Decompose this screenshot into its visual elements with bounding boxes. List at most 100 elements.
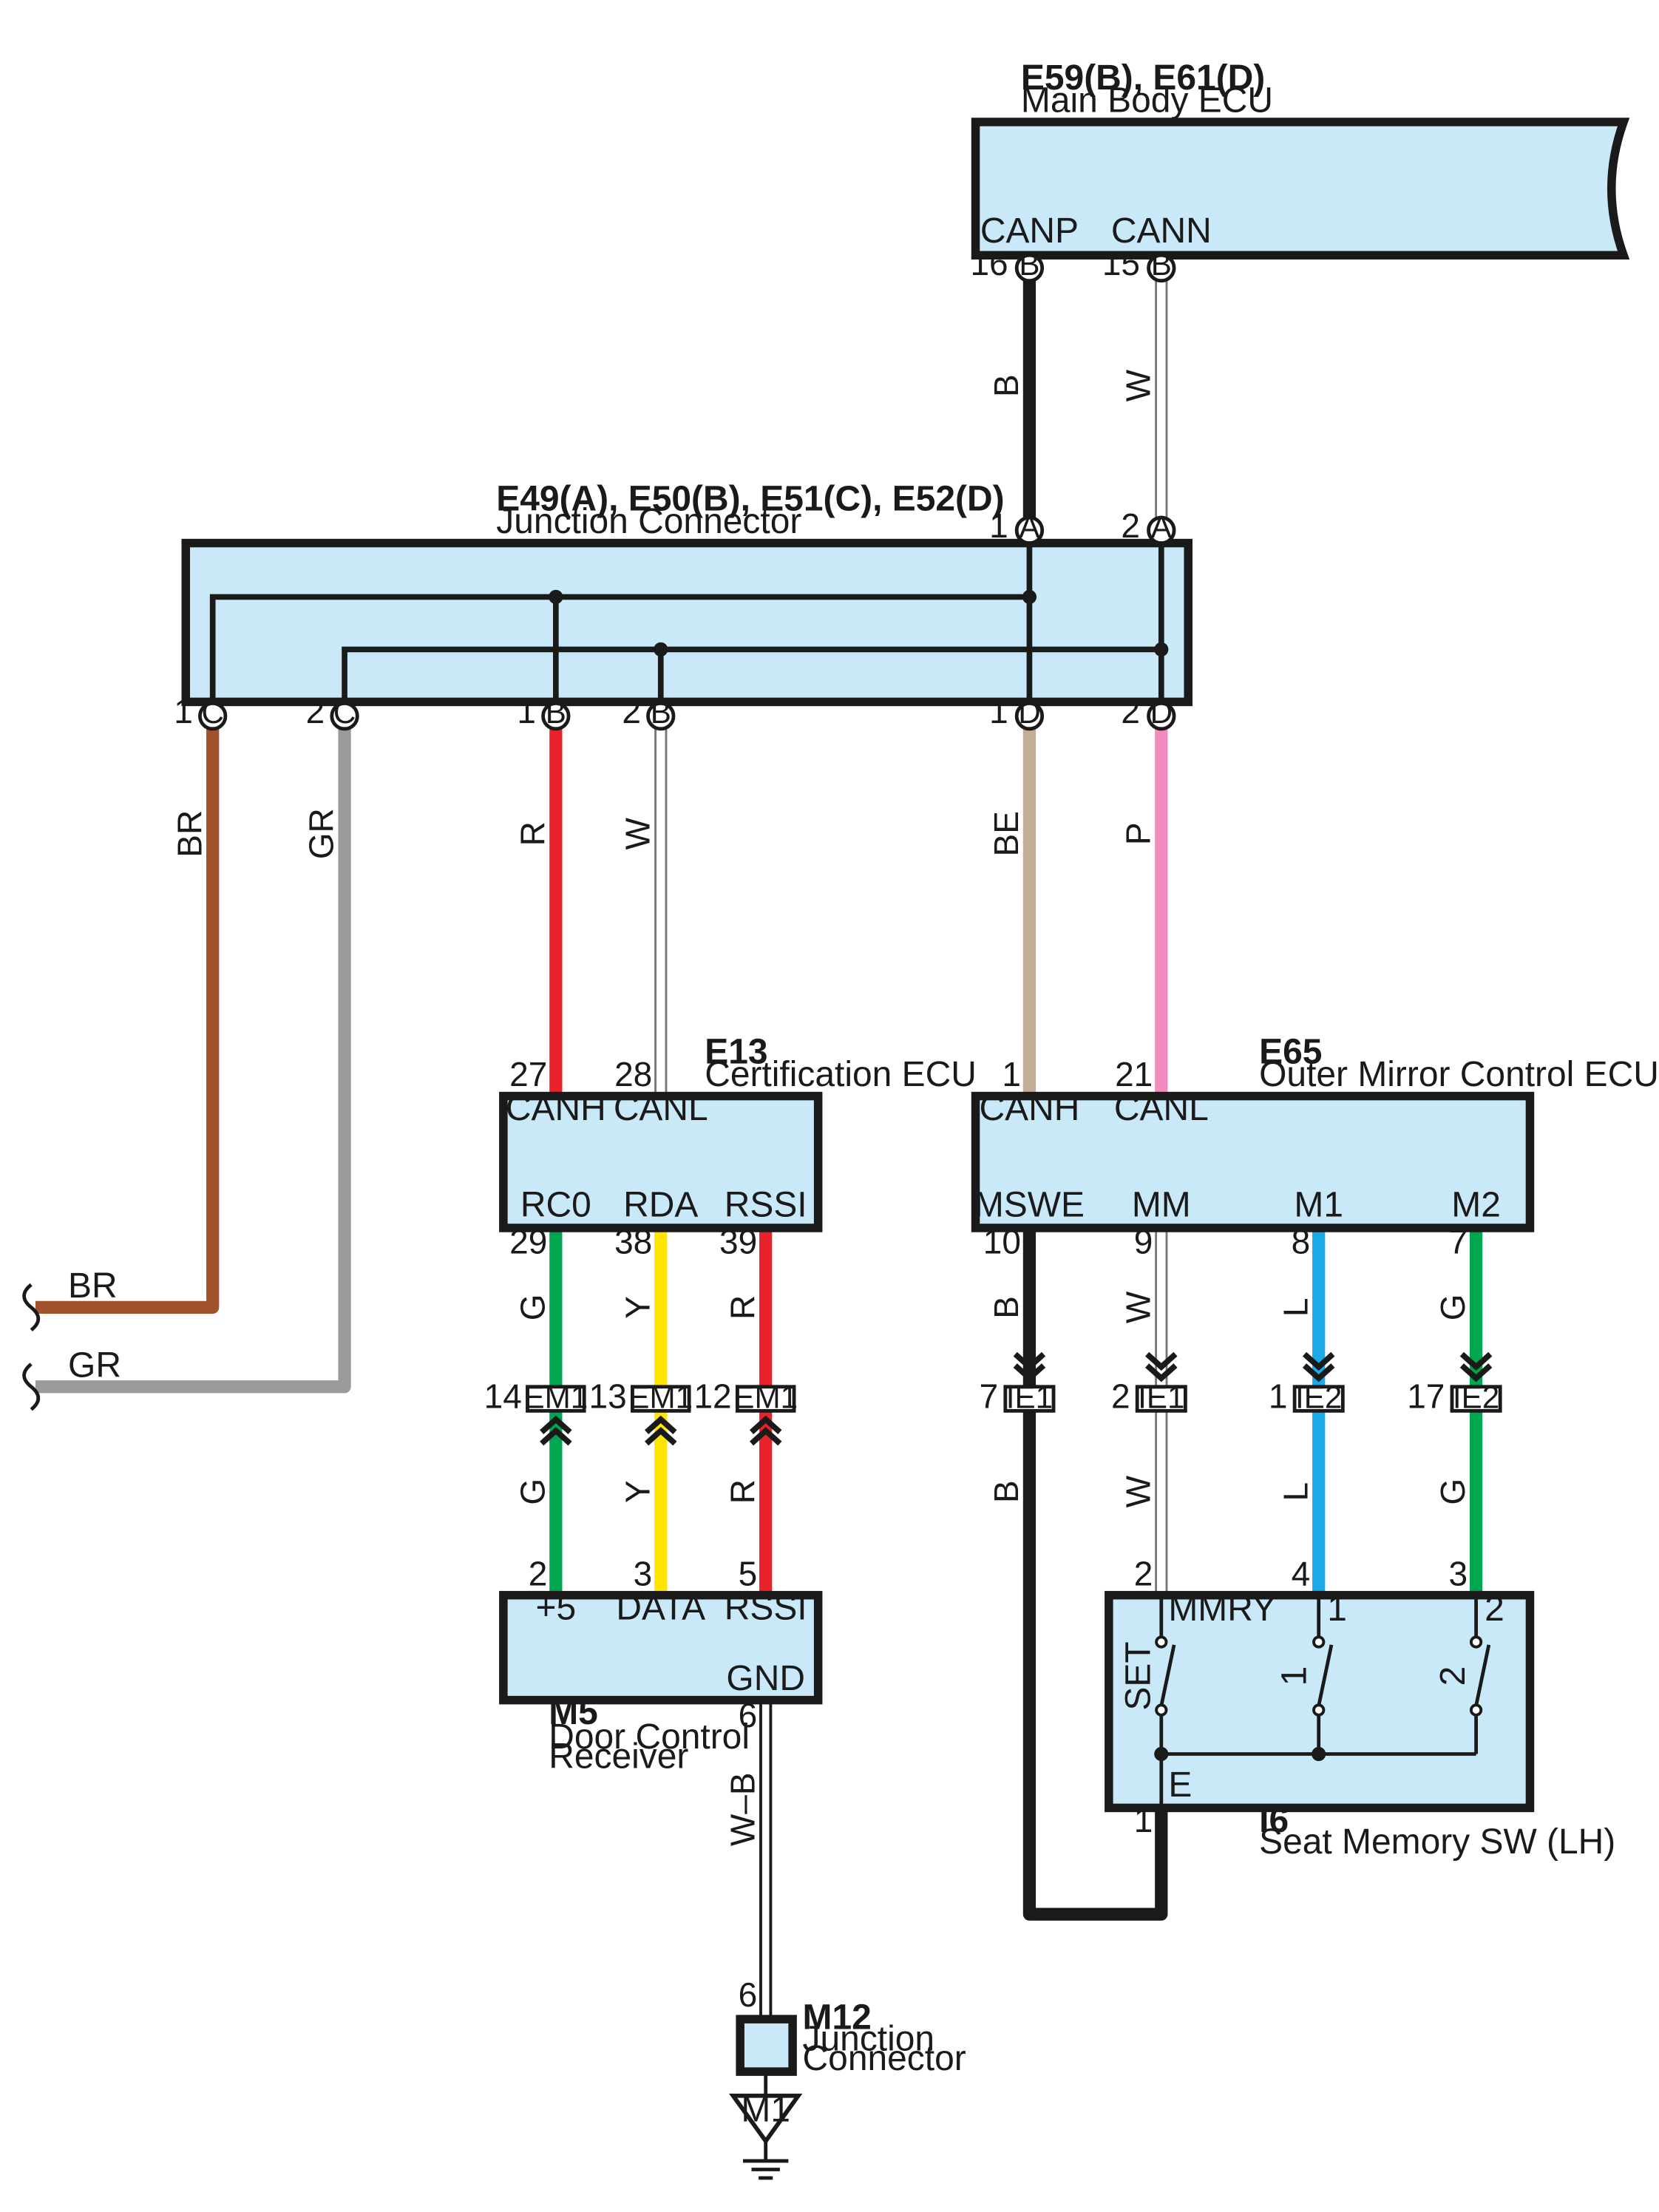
sw-label-set: SET — [1119, 1641, 1158, 1710]
offpage-label-br: BR — [68, 1266, 118, 1306]
wire-label: R — [723, 1479, 761, 1504]
outer-mirror-ecu: E65 Outer Mirror Control ECU CANH CANL M… — [971, 1032, 1659, 1232]
ground-symbol: M1 — [728, 2072, 803, 2180]
pin-name-p5: +5 — [536, 1588, 577, 1627]
pin-num: 27 — [509, 1055, 547, 1093]
svg-text:EM1: EM1 — [523, 1380, 588, 1415]
inline-em1-12: EM1 — [733, 1380, 798, 1446]
offpage-marks — [22, 1283, 41, 1411]
seat-memory-switch: I6 Seat Memory SW (LH) MMRY 1 2 E SET 1 … — [1105, 1590, 1615, 1862]
pin-name-canh: CANH — [506, 1089, 606, 1128]
pin-numbers: 16 15 1 2 1 2 1 2 1 2 27 28 29 38 39 1 2… — [174, 244, 1468, 2014]
wire-label: L — [1276, 1482, 1314, 1502]
wire-label: BR — [170, 810, 208, 858]
break-mark-gr — [22, 1363, 41, 1411]
pin-num: 28 — [614, 1055, 652, 1093]
pin-num: 2 — [1121, 692, 1140, 730]
pin-num: 6 — [739, 1696, 758, 1734]
pin-num: 6 — [739, 1975, 758, 2014]
wire-label: BE — [987, 811, 1025, 856]
pin-name-canl: CANL — [1114, 1089, 1209, 1128]
pin-name-rda: RDA — [623, 1186, 698, 1225]
cert-ecu-code: E13 — [705, 1032, 767, 1071]
pin-num: 7 — [1448, 1222, 1468, 1261]
receiver-name-1: Door Control — [549, 1717, 750, 1757]
pin-num: 2 — [529, 1554, 548, 1592]
m12-name-2: Connector — [803, 2039, 966, 2078]
pin-num: 12 — [693, 1377, 731, 1416]
pin-num: 14 — [484, 1377, 522, 1416]
pin-num: 15 — [1102, 244, 1140, 282]
wire-label: L — [1276, 1298, 1314, 1317]
inline-ie1-7: IE1 — [1003, 1351, 1056, 1415]
pin-num: 38 — [614, 1222, 652, 1261]
wire-label: R — [723, 1295, 761, 1320]
pin-name-rc0: RC0 — [520, 1186, 591, 1225]
pin-num: 1 — [989, 692, 1008, 730]
svg-text:B: B — [1151, 247, 1172, 282]
pin-num: 7 — [980, 1377, 999, 1416]
wire-b-mswe — [1022, 1227, 1168, 1921]
conn-circle-jc-d2: D — [1147, 695, 1176, 731]
receiver-code: M5 — [549, 1693, 598, 1732]
sw-label-e: E — [1168, 1765, 1192, 1805]
pin-num: 2 — [306, 692, 325, 730]
conn-circle-jc-a1: A — [1014, 509, 1045, 545]
sw-label-mmry: MMRY — [1168, 1590, 1276, 1629]
pin-num: 21 — [1115, 1055, 1153, 1093]
pin-name-data: DATA — [616, 1588, 705, 1627]
conn-circle-jc-c1: C — [198, 695, 228, 731]
wire-label: B — [987, 1296, 1025, 1319]
junction-connector-code: E49(A), E50(B), E51(C), E52(D) — [496, 479, 1004, 518]
inline-ie2-17: IE2 — [1450, 1351, 1502, 1415]
svg-text:A: A — [1151, 509, 1173, 544]
svg-text:D: D — [1150, 695, 1173, 730]
pin-name-m2: M2 — [1451, 1186, 1501, 1225]
conn-circle-jc-c2: C — [330, 695, 359, 731]
pin-num: 5 — [739, 1554, 758, 1592]
pin-num: 8 — [1292, 1222, 1311, 1261]
svg-text:IE1: IE1 — [1006, 1380, 1053, 1415]
pin-num: 2 — [1134, 1554, 1153, 1592]
wire-br — [35, 725, 220, 1314]
receiver-name-2: Receiver — [549, 1737, 688, 1777]
pin-num: 10 — [983, 1222, 1021, 1261]
svg-text:IE2: IE2 — [1295, 1380, 1342, 1415]
junction-connector: E49(A), E50(B), E51(C), E52(D) Junction … — [181, 479, 1192, 726]
pin-name-rssi: RSSI — [725, 1186, 807, 1225]
svg-text:IE2: IE2 — [1453, 1380, 1499, 1415]
wire-label: R — [513, 821, 552, 846]
junction-connector-name: Junction Connector — [496, 502, 801, 541]
pin-name-canh: CANH — [980, 1089, 1080, 1128]
ground-label: M1 — [741, 2090, 790, 2129]
connector-circles: B B A A C C B B D D — [198, 247, 1176, 731]
wire-label: B — [987, 1480, 1025, 1503]
sw-label-2: 2 — [1485, 1590, 1504, 1629]
wire-label: G — [513, 1294, 552, 1320]
svg-text:A: A — [1019, 509, 1040, 544]
wire-label: W — [1119, 1291, 1157, 1323]
conn-circle-jc-b1: B — [541, 695, 571, 731]
inline-connectors: EM1 EM1 EM1 IE1 IE1 — [523, 1351, 1502, 1446]
mirror-ecu-name: Outer Mirror Control ECU — [1259, 1055, 1659, 1094]
wire-label: W — [1119, 369, 1157, 401]
seat-sw-code: I6 — [1259, 1801, 1289, 1840]
pin-num: 2 — [1121, 506, 1140, 545]
pin-name-mswe: MSWE — [974, 1186, 1085, 1225]
wire-gr — [35, 725, 351, 1394]
pin-num: 2 — [622, 692, 641, 730]
main-body-ecu: E59(B), E61(D) Main Body ECU CANP CANN — [971, 58, 1630, 259]
wire-label: P — [1119, 822, 1157, 845]
pin-num: 2 — [1111, 1377, 1130, 1416]
pin-num: 1 — [1269, 1377, 1288, 1416]
svg-text:C: C — [201, 695, 223, 730]
svg-text:D: D — [1018, 695, 1040, 730]
door-control-receiver: M5 Door Control Receiver +5 DATA RSSI GN… — [499, 1588, 823, 1777]
pin-num: 16 — [970, 244, 1008, 282]
pin-name-gnd: GND — [726, 1659, 805, 1698]
sw-label-sw2: 2 — [1434, 1666, 1473, 1686]
wire-label: G — [1434, 1479, 1472, 1505]
conn-circle-jc-b2: B — [646, 695, 676, 731]
conn-circle-jc-d1: D — [1014, 695, 1045, 731]
